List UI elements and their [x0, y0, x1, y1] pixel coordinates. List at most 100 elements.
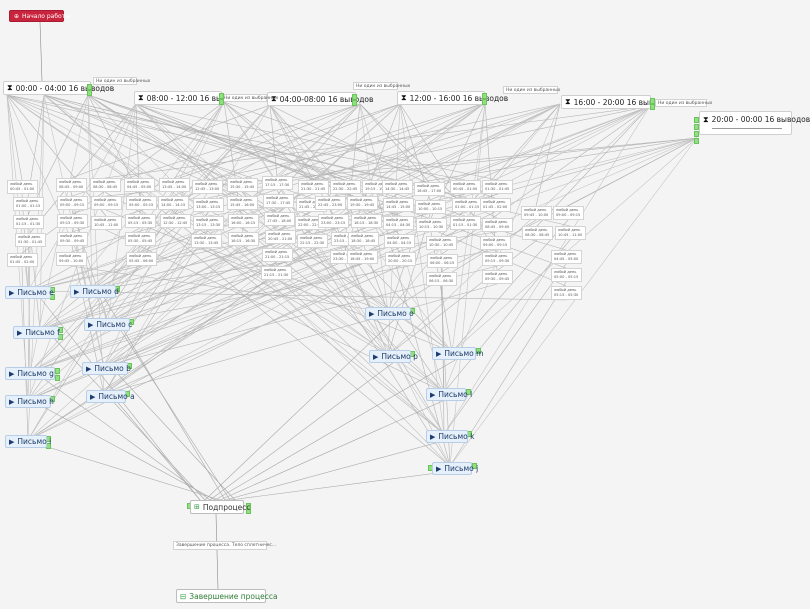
- letter-node-k[interactable]: ▶ Письмо k: [426, 430, 474, 443]
- connection-port[interactable]: [694, 117, 699, 123]
- subprocess-node[interactable]: ⊞ Подпроцесс: [190, 500, 251, 514]
- connection-port[interactable]: [650, 104, 655, 110]
- end-node[interactable]: ⊟ Завершение процесса: [176, 589, 278, 603]
- connection-port[interactable]: [476, 348, 481, 354]
- letter-node-d[interactable]: ▶ Письмо d: [70, 285, 119, 298]
- letter-node-i[interactable]: ▶ Письмо i: [5, 435, 51, 448]
- letter-node-e[interactable]: ▶ Письмо e: [5, 286, 54, 299]
- letter-node-p[interactable]: ▶ Письмо p: [369, 350, 418, 363]
- letter-node-g[interactable]: ▶ Письмо g: [5, 367, 55, 380]
- connection-port[interactable]: [219, 99, 224, 105]
- connection-port[interactable]: [352, 100, 357, 106]
- connection-port[interactable]: [55, 375, 60, 381]
- connection-port[interactable]: [482, 93, 487, 99]
- letter-node-c[interactable]: ▶ Письмо c: [84, 318, 132, 331]
- connection-port[interactable]: [650, 98, 655, 104]
- connection-port[interactable]: [246, 508, 251, 514]
- timer-node-0[interactable]: ⧗ 00:00 - 04:00 16 выводов: [3, 81, 114, 95]
- timer-node-1[interactable]: ⧗ 08:00 - 12:00 16 выводов: [134, 91, 245, 105]
- connection-port[interactable]: [352, 94, 357, 100]
- connection-port[interactable]: [694, 124, 699, 130]
- letter-node-j[interactable]: ▶ Письмо j: [432, 462, 478, 475]
- letter-node-a[interactable]: ▶ Письмо a: [86, 390, 135, 403]
- letter-node-l[interactable]: ▶ Письмо l: [426, 388, 472, 401]
- timer-node-5[interactable]: ⧗ 20:00 - 00:00 16 выводов: [699, 111, 810, 135]
- letter-node-h[interactable]: ▶ Письмо h: [5, 395, 54, 408]
- connection-port[interactable]: [694, 138, 699, 144]
- connection-port[interactable]: [482, 99, 487, 105]
- timer-node-3[interactable]: ⧗ 12:00 - 16:00 16 выводов: [397, 91, 508, 105]
- timer-node-2[interactable]: ⧗ 04:00-08:00 16 выводов: [267, 92, 373, 106]
- letter-node-f[interactable]: ▶ Письмо f: [13, 326, 60, 339]
- letter-node-b[interactable]: ▶ Письмо b: [82, 362, 131, 375]
- connection-port[interactable]: [472, 463, 477, 469]
- start-node[interactable]: ⊕ Начало работы: [9, 10, 70, 22]
- connection-port[interactable]: [55, 368, 60, 374]
- connection-port[interactable]: [466, 389, 471, 395]
